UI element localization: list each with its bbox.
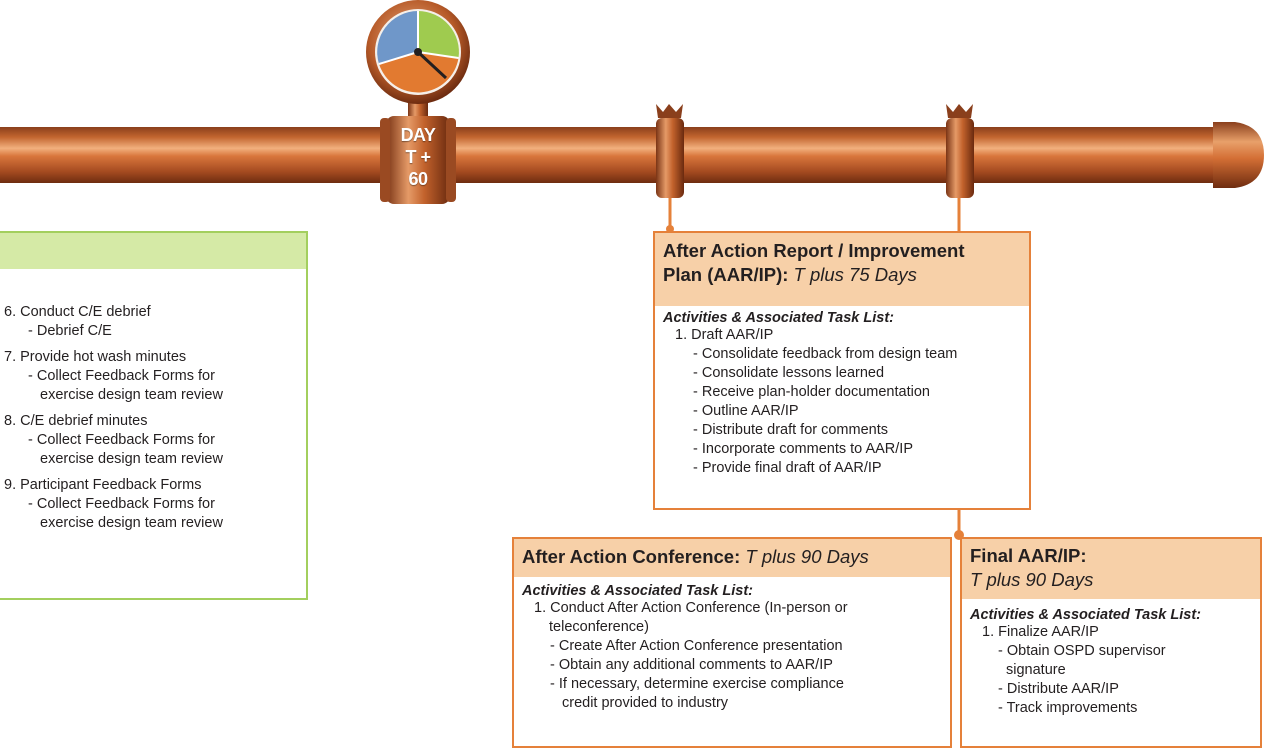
left-panel-header-band — [0, 233, 306, 269]
list-subitem: - Collect Feedback Forms for — [28, 432, 215, 448]
left-task-list: 6. Conduct C/E debrief - Debrief C/E 7. … — [4, 303, 223, 540]
list-item-label: 8. C/E debrief minutes — [4, 413, 148, 429]
pipe-end-cap — [1213, 122, 1264, 188]
gauge-t-text: T + — [405, 147, 431, 167]
task-item: 1. Finalize AAR/IP — [982, 624, 1099, 640]
list-item: 7. Provide hot wash minutes - Collect Fe… — [4, 348, 223, 405]
subtask-item: - Distribute draft for comments — [693, 422, 888, 438]
gauge-day-label: DAY T + 60 — [386, 124, 450, 190]
list-item-label: 9. Participant Feedback Forms — [4, 477, 202, 493]
list-subitem: - Debrief C/E — [28, 323, 112, 339]
final-activities-title: Activities & Associated Task List: — [970, 607, 1202, 623]
conference-title-date: T plus 90 Days — [745, 546, 869, 567]
gauge-needle — [416, 50, 448, 80]
subtask-item: - If necessary, determine exercise compl… — [550, 676, 844, 692]
final-task-list: 1. Finalize AAR/IP - Obtain OSPD supervi… — [970, 623, 1252, 718]
task-item: 1. Draft AAR/IP — [675, 327, 774, 343]
aar-ip-title-line2: Plan (AAR/IP): — [663, 264, 789, 285]
pipe-clamp-1 — [656, 104, 684, 198]
subtask-item: - Consolidate feedback from design team — [693, 346, 958, 362]
aar-ip-activities-title: Activities & Associated Task List: — [663, 310, 895, 326]
final-aar-ip-box: Final AAR/IP: T plus 90 Days Activities … — [960, 537, 1262, 748]
list-subitem-cont: exercise design team review — [40, 515, 223, 531]
subtask-item: - Track improvements — [998, 700, 1138, 716]
left-task-panel: 6. Conduct C/E debrief - Debrief C/E 7. … — [0, 231, 308, 600]
list-item: 6. Conduct C/E debrief - Debrief C/E — [4, 303, 223, 341]
task-item: 1. Conduct After Action Conference (In-p… — [534, 600, 848, 616]
aar-ip-title-line1: After Action Report / Improvement — [663, 240, 965, 261]
after-action-conference-box: After Action Conference: T plus 90 Days … — [512, 537, 952, 748]
subtask-item: - Outline AAR/IP — [693, 403, 799, 419]
aar-ip-box: After Action Report / Improvement Plan (… — [653, 231, 1031, 510]
list-item: 8. C/E debrief minutes - Collect Feedbac… — [4, 412, 223, 469]
subtask-item: - Receive plan-holder documentation — [693, 384, 930, 400]
list-subitem-cont: exercise design team review — [40, 387, 223, 403]
subtask-item: - Provide final draft of AAR/IP — [693, 460, 882, 476]
conference-task-list: 1. Conduct After Action Conference (In-p… — [522, 599, 942, 713]
gauge-slice-orange — [379, 52, 459, 93]
final-title: Final AAR/IP: — [970, 545, 1087, 566]
final-header: Final AAR/IP: T plus 90 Days — [962, 539, 1260, 599]
aar-ip-title-date: T plus 75 Days — [793, 264, 917, 285]
list-subitem-cont: exercise design team review — [40, 451, 223, 467]
list-item-label: 7. Provide hot wash minutes — [4, 349, 187, 365]
gauge-collar — [386, 116, 450, 204]
subtask-item: - Incorporate comments to AAR/IP — [693, 441, 914, 457]
subtask-item: - Obtain any additional comments to AAR/… — [550, 657, 833, 673]
subtask-item-cont: signature — [1006, 662, 1066, 678]
subtask-item: - Consolidate lessons learned — [693, 365, 885, 381]
final-title-date: T plus 90 Days — [970, 569, 1094, 590]
gauge-num-text: 60 — [408, 169, 428, 189]
subtask-item: - Obtain OSPD supervisor — [998, 643, 1166, 659]
aar-ip-task-list: 1. Draft AAR/IP - Consolidate feedback f… — [663, 326, 1021, 478]
conference-header: After Action Conference: T plus 90 Days — [514, 539, 950, 577]
list-subitem: - Collect Feedback Forms for — [28, 496, 215, 512]
gauge-slice-green — [418, 11, 459, 58]
list-item: 9. Participant Feedback Forms - Collect … — [4, 476, 223, 533]
pipe — [0, 127, 1225, 183]
list-subitem: - Collect Feedback Forms for — [28, 368, 215, 384]
subtask-item-cont: credit provided to industry — [562, 695, 729, 711]
gauge-slice-blue — [377, 11, 418, 64]
list-item-label: 6. Conduct C/E debrief — [4, 304, 151, 320]
task-item-cont: teleconference) — [549, 619, 649, 635]
subtask-item: - Distribute AAR/IP — [998, 681, 1119, 697]
conference-title: After Action Conference: — [522, 546, 741, 567]
subtask-item: - Create After Action Conference present… — [550, 638, 843, 654]
conference-activities-title: Activities & Associated Task List: — [522, 583, 754, 599]
aar-ip-header: After Action Report / Improvement Plan (… — [655, 233, 1029, 306]
gauge-day-text: DAY — [400, 125, 436, 145]
pipe-clamp-2 — [946, 104, 974, 198]
